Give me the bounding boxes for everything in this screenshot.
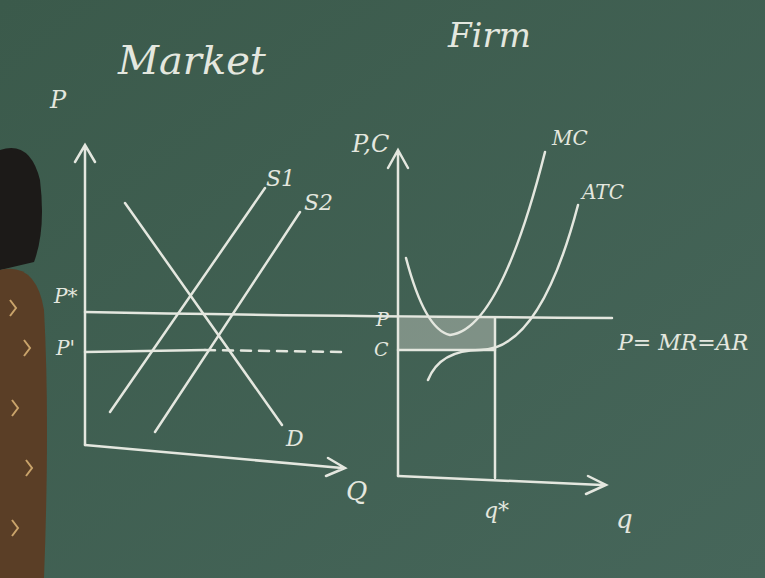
axis-label: P [50, 88, 66, 112]
graph-title: Firm [448, 18, 531, 52]
lecturer [0, 148, 47, 578]
quantity-label: q* [484, 500, 509, 522]
lecturer-shirt [0, 269, 47, 578]
supply-curve-2 [155, 212, 300, 432]
axis-label: Q [346, 478, 367, 504]
lecturer-hair [0, 148, 42, 270]
price-axis [75, 145, 95, 445]
price-label: P* [54, 286, 77, 306]
axis-label: P,C [352, 132, 389, 156]
curve-label: ATC [582, 182, 624, 202]
cost-label: C [374, 340, 389, 359]
market-graph [75, 145, 612, 476]
quantity-axis [85, 445, 345, 476]
firm-graph [388, 150, 606, 494]
curve-label: D [286, 428, 304, 450]
curve-label: S2 [304, 192, 333, 214]
graph-title: Market [118, 40, 266, 80]
output-line [494, 318, 497, 478]
curve-label: S1 [266, 168, 295, 190]
curve-label: MC [552, 128, 588, 148]
average-total-cost-curve [428, 205, 578, 380]
price-label: P [376, 310, 389, 329]
curve-label: P= MR=AR [618, 332, 748, 354]
price-line-low [85, 350, 205, 352]
price-cost-axis [388, 150, 408, 476]
price-line-dashed [205, 350, 345, 352]
shirt-pattern [10, 300, 32, 536]
price-label: P' [56, 338, 75, 358]
marginal-cost-curve [406, 152, 545, 335]
axis-label: q [616, 506, 633, 532]
firm-quantity-axis [398, 476, 606, 494]
